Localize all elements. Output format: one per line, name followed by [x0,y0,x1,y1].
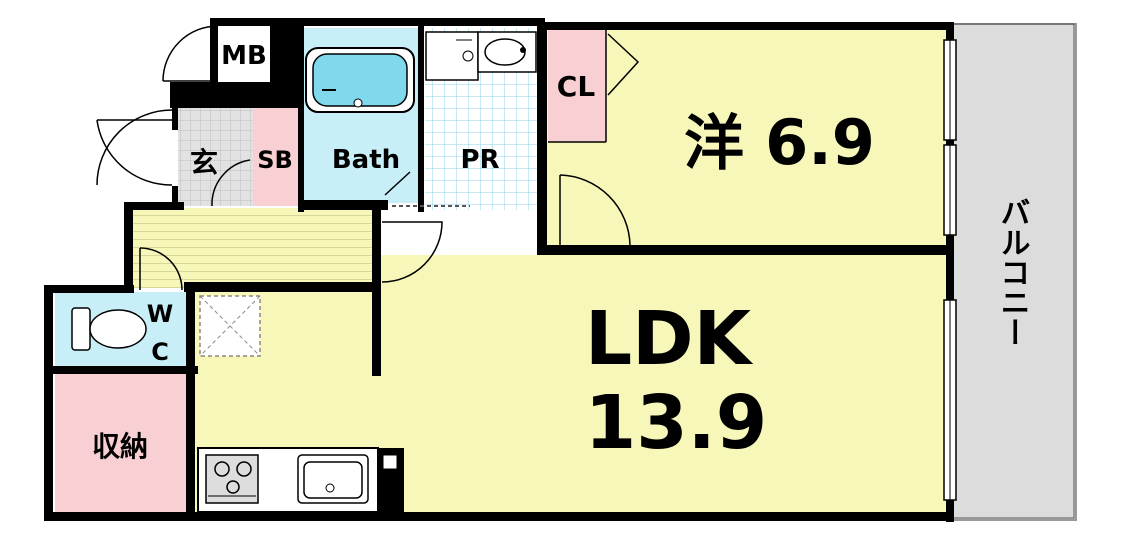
walls [44,18,954,522]
windows [943,39,957,501]
toilet-icon [71,307,147,351]
storage-floor [55,372,190,514]
closet-label: CL [557,70,596,103]
storage-label: 収納 [92,430,148,463]
western-room-size: 6.9 [765,106,875,179]
door-swing-icon [96,25,640,291]
western-room-name: 洋 [684,109,744,179]
refrigerator-space-icon [199,295,261,357]
pr-label: PR [460,145,499,175]
closet-floor [548,30,606,142]
entrance-label: 玄 [190,146,218,179]
balcony [949,23,1077,521]
mb-label: MB [221,41,267,71]
bath-label: Bath [332,145,400,175]
shoe-box-label: SB [257,146,293,174]
kitchen-sink-icon [297,454,369,504]
ldk-name: LDK [585,296,754,382]
stove-icon [205,454,259,504]
washbasin-icon [477,31,537,73]
balcony-label: バルコニー [995,197,1030,347]
entrance-floor [178,108,253,206]
hallway-floor [130,208,375,288]
wc-label-top: W [147,300,173,328]
mb-floor [218,22,270,82]
kitchen-shelf [382,454,398,470]
ldk-size: 13.9 [585,380,768,466]
western-room-floor [545,28,950,248]
bathtub-icon [305,47,415,113]
shoe-box-floor [253,108,298,206]
wc-label-bottom: C [151,338,169,366]
washing-machine-pan-icon [425,31,479,81]
